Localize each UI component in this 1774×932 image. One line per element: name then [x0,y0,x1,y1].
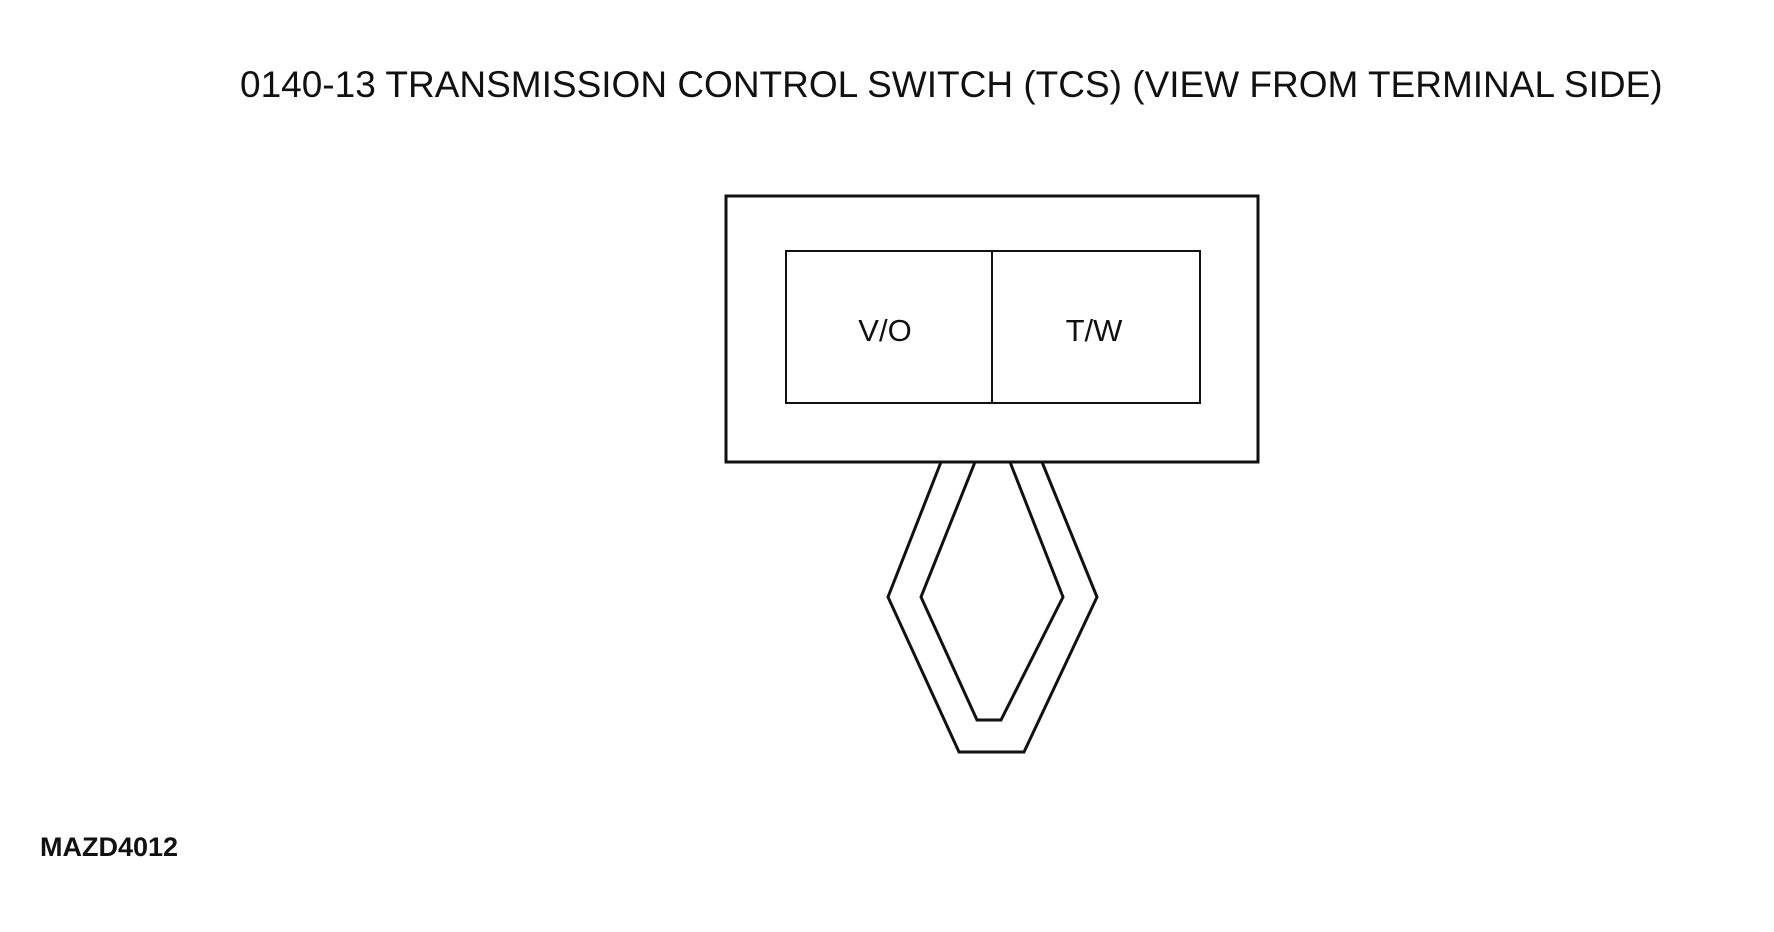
locking-latch-inner [919,461,1065,722]
terminal-label-1: V/O [858,313,911,348]
diagram-title: 0140-13 TRANSMISSION CONTROL SWITCH (TCS… [240,64,1663,105]
figure-id: MAZD4012 [40,832,179,862]
connector-housing [724,194,1260,464]
locking-latch-outer [886,461,1099,754]
terminal-label-2: T/W [1066,313,1124,348]
